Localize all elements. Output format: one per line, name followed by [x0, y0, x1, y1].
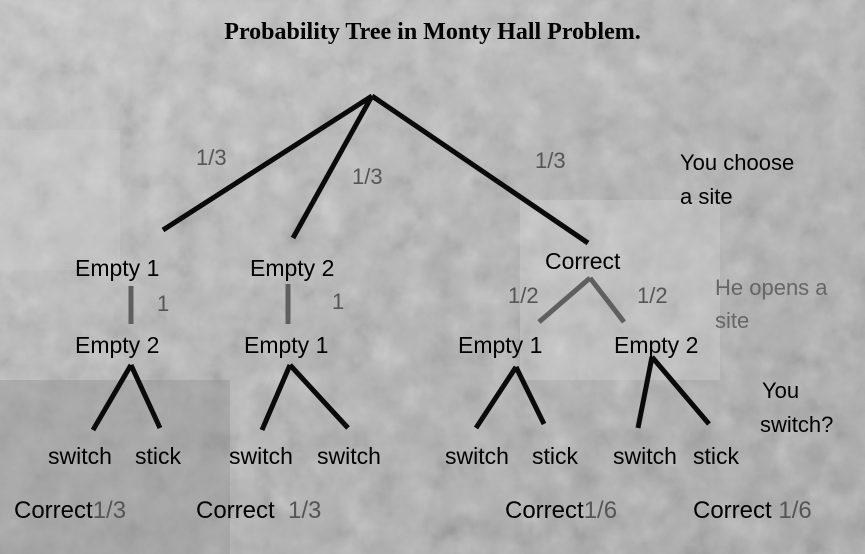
prob-empty1-empty2: 1 — [157, 291, 170, 316]
node-correct: Correct — [545, 248, 621, 274]
result-3-label: Correct — [505, 497, 584, 524]
prob-root-correct: 1/3 — [535, 148, 566, 173]
leaf-stick-2: stick — [532, 443, 578, 469]
prob-correct-empty1: 1/2 — [508, 283, 539, 308]
annotation-switch-question: switch? — [760, 412, 834, 437]
result-4: Correct 1/6 — [693, 499, 812, 523]
edge-d-switch — [635, 356, 655, 429]
leaf-stick-1: stick — [135, 443, 181, 469]
node-empty1: Empty 1 — [75, 255, 160, 281]
result-1-label: Correct — [14, 497, 93, 524]
node-empty2-a: Empty 2 — [75, 332, 160, 358]
diagram-title: Probability Tree in Monty Hall Problem. — [224, 19, 641, 45]
annotation-you-choose: You choose — [680, 150, 795, 175]
edge-root-empty1 — [161, 93, 374, 233]
leaf-switch-5: switch — [613, 443, 677, 469]
edge-correct-empty1 — [537, 276, 592, 324]
prob-root-empty2: 1/3 — [352, 164, 383, 189]
edge-correct-empty2 — [588, 276, 626, 324]
result-1: Correct1/3 — [14, 499, 126, 523]
annotation-you: You — [762, 378, 800, 403]
leaf-stick-3: stick — [693, 443, 739, 469]
result-3-prob: 1/6 — [583, 497, 618, 524]
node-empty2-d: Empty 2 — [614, 332, 699, 358]
edge-root-empty2 — [290, 94, 375, 240]
annotation-a-site: a site — [680, 184, 733, 209]
node-empty1-c: Empty 1 — [458, 332, 543, 358]
edge-c-switch — [473, 365, 519, 430]
result-3: Correct1/6 — [505, 499, 617, 523]
result-4-prob: 1/6 — [778, 497, 812, 524]
edge-c-stick — [513, 365, 547, 426]
result-2-prob: 1/3 — [288, 497, 322, 524]
result-4-label: Correct — [693, 497, 772, 524]
node-empty1-b: Empty 1 — [244, 332, 329, 358]
edge-a-stick — [128, 363, 163, 430]
result-2-label: Correct — [196, 497, 275, 524]
prob-correct-empty2: 1/2 — [637, 283, 668, 308]
leaf-switch-3: switch — [317, 443, 381, 469]
prob-empty2-empty1: 1 — [332, 289, 345, 314]
edge-a-switch — [90, 363, 134, 432]
node-empty2: Empty 2 — [250, 255, 335, 281]
result-1-prob: 1/3 — [92, 497, 127, 524]
annotation-site: site — [715, 308, 750, 333]
result-2: Correct 1/3 — [196, 499, 321, 523]
edge-b-switch1 — [259, 364, 293, 431]
leaf-switch-4: switch — [445, 443, 509, 469]
prob-root-empty1: 1/3 — [196, 145, 227, 170]
edge-b-switch2 — [288, 363, 350, 430]
annotation-he-opens: He opens a — [715, 275, 828, 300]
leaf-switch-1: switch — [48, 443, 112, 469]
edge-d-stick — [650, 355, 711, 426]
edge-root-correct — [370, 93, 590, 246]
leaf-switch-2: switch — [229, 443, 293, 469]
